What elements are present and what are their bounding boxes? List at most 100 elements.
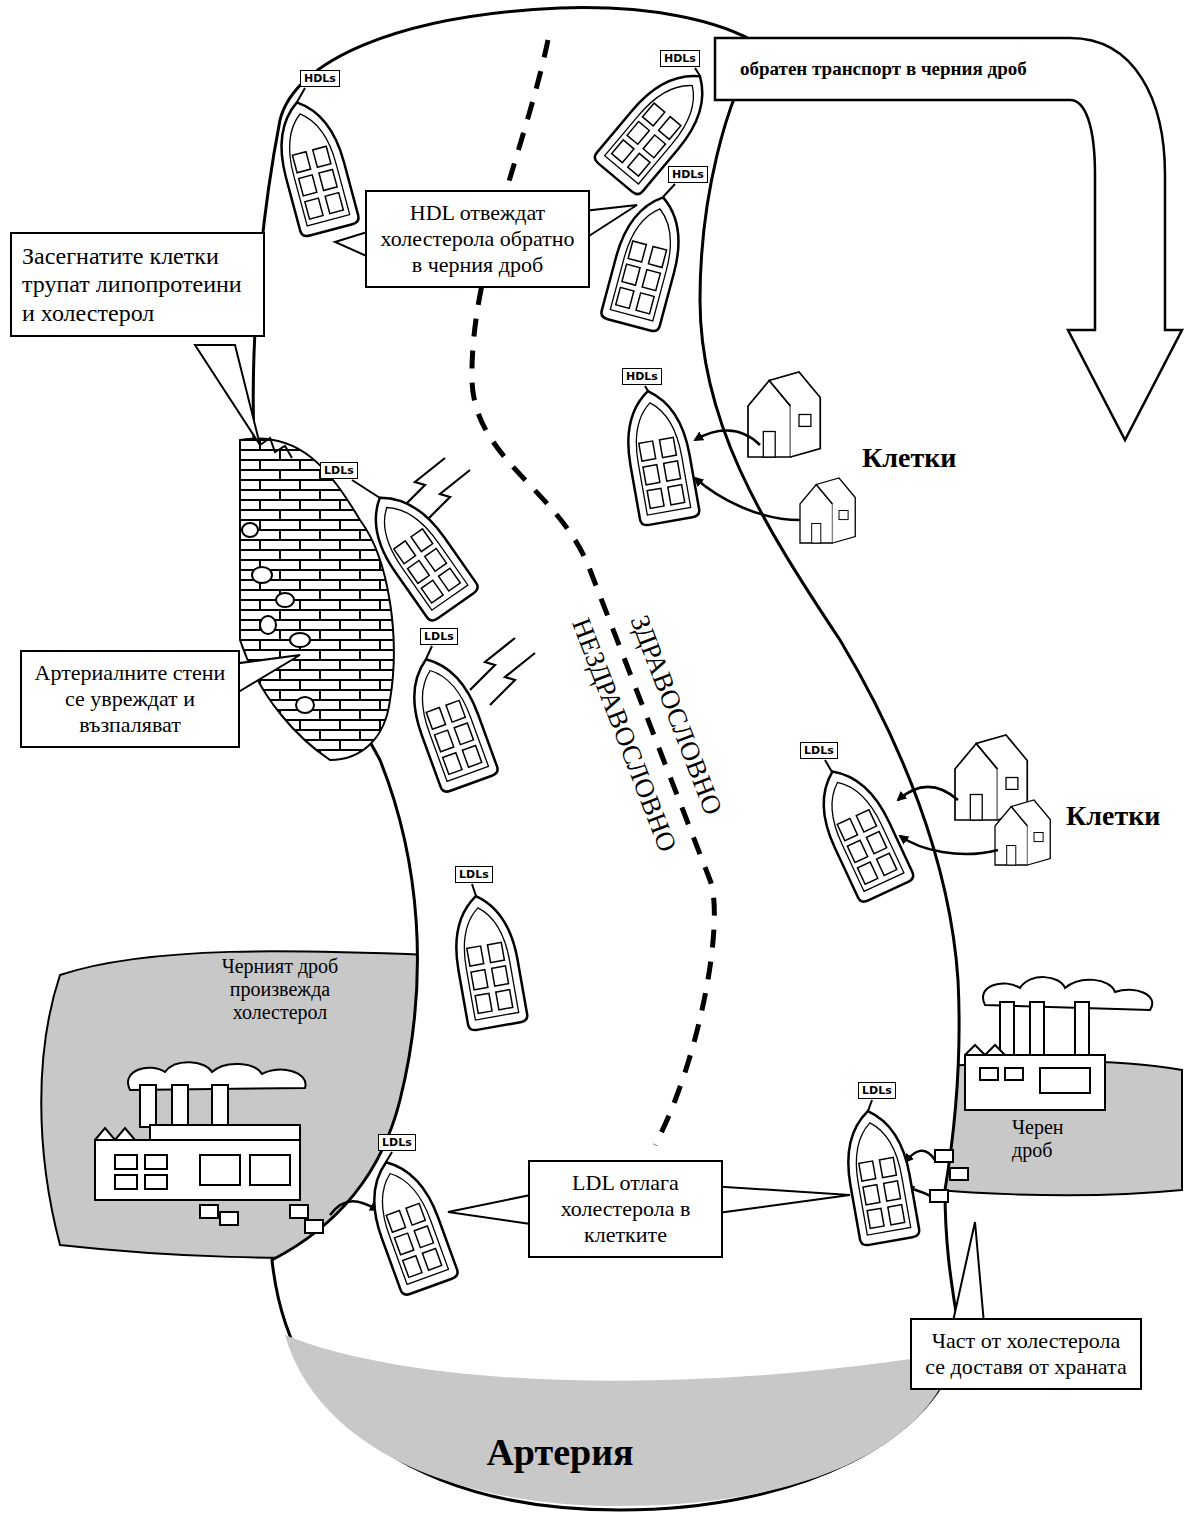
flag-poles-part <box>426 646 432 659</box>
boat-flag: LDLs <box>320 462 358 479</box>
lipoprotein-boats-part <box>618 386 700 526</box>
liver-factory-part <box>290 1205 308 1218</box>
callout-box: Засегнатите клетки трупат липопротеини и… <box>10 232 265 337</box>
liver-factory-part <box>200 1155 240 1185</box>
flag-poles-part <box>297 88 305 102</box>
liver-factory-part <box>965 1045 1005 1055</box>
lightning-part <box>490 653 535 705</box>
liver-factory-part <box>1005 1068 1023 1080</box>
plaque-part <box>240 438 394 760</box>
flag-poles-part <box>663 184 675 197</box>
cargo-arrows-part <box>905 1151 935 1162</box>
boat-flag: LDLs <box>455 866 493 883</box>
boat-flag: HDLs <box>668 166 708 183</box>
boat-flag-text: HDLs <box>664 52 696 65</box>
liver-factory-part <box>140 1085 156 1127</box>
liver-factory-part <box>250 1155 290 1185</box>
liver-factory-part <box>115 1175 137 1189</box>
liver-factory-part <box>930 1190 948 1202</box>
cell-houses-part <box>995 800 1050 865</box>
lipoprotein-boats-part <box>592 57 723 197</box>
cell-houses-part <box>800 478 855 543</box>
lipoprotein-boats-part <box>398 649 500 794</box>
callout-box: Артериалните стени се увреждат и възпаля… <box>20 650 240 748</box>
liver-factory-part <box>220 1212 238 1225</box>
flag-poles-part <box>386 1152 392 1162</box>
transport-arrow-text-text: обратен транспорт в черния дроб <box>740 57 1027 81</box>
flag-poles-part <box>868 1100 872 1111</box>
transport-arrow-text: обратен транспорт в черния дроб <box>740 57 1027 81</box>
boat-flag-text: HDLs <box>626 370 658 383</box>
boat-flag: LDLs <box>420 628 458 645</box>
callout-box: LDL отлага холестерола в клетките <box>528 1160 723 1258</box>
liver-factory-part <box>965 1055 1105 1110</box>
plaque-part <box>290 633 310 647</box>
boat-flag-text: LDLs <box>459 868 489 881</box>
boat-flag: LDLs <box>800 742 838 759</box>
callout-tails-part <box>260 438 292 458</box>
plaque-part <box>260 616 276 634</box>
liver-label: Черен дроб <box>1012 1116 1098 1162</box>
callout-box: HDL отвеждат холестерола обратно в черни… <box>365 190 590 288</box>
cargo-arrows-part <box>900 836 998 854</box>
boat-flag: LDLs <box>858 1082 896 1099</box>
flag-poles-part <box>352 480 380 498</box>
liver-factory-part <box>95 1140 300 1200</box>
liver-factory-part <box>980 1068 998 1080</box>
lipoprotein-boats-part <box>600 190 692 333</box>
boat-flag: HDLs <box>300 70 340 87</box>
liver-label: Черният дроб произвежда холестерол <box>205 955 355 1024</box>
boat-flag-text: HDLs <box>304 72 336 85</box>
liver-factory-part <box>172 1085 188 1127</box>
cells-label: Клетки <box>1066 800 1160 832</box>
flag-poles-part <box>695 68 700 76</box>
lipoprotein-boats-part <box>268 95 360 238</box>
lipoprotein-boats-part <box>355 480 480 623</box>
plaque <box>240 438 394 760</box>
cargo-arrows-part <box>695 430 760 445</box>
artery-lumen-part <box>285 1335 955 1506</box>
lightning-part <box>425 470 470 522</box>
boat-flag-text: LDLs <box>804 744 834 757</box>
liver-factory-part <box>1030 1002 1044 1057</box>
lipoprotein-boats-part <box>358 1152 460 1297</box>
cell-houses <box>748 372 1050 865</box>
liver-factory-part <box>145 1175 167 1189</box>
callout-tails-part <box>195 345 260 445</box>
flag-poles-part <box>825 760 832 772</box>
artery-lumen <box>253 8 960 1510</box>
boat-flag: LDLs <box>378 1134 416 1151</box>
boat-flag-text: LDLs <box>324 464 354 477</box>
boat-flag-text: HDLs <box>672 168 704 181</box>
cargo-arrows-part <box>330 1201 378 1215</box>
flag-poles-part <box>472 884 476 896</box>
plaque-part <box>242 523 258 537</box>
liver-factory-part <box>150 1125 300 1140</box>
callout-box-text: HDL отвеждат холестерола обратно в черни… <box>377 200 578 278</box>
liver-factory-part <box>305 1220 323 1233</box>
artery-label: Артерия <box>486 1432 633 1472</box>
cargo-arrows <box>330 430 998 1215</box>
liver-factory-part <box>1040 1068 1090 1093</box>
callout-box: Част от холестерола се доставя от хранат… <box>910 1318 1142 1390</box>
liver-factory-part <box>200 1205 218 1218</box>
plaque-part <box>296 697 314 713</box>
liver-factory-part <box>1000 1002 1014 1057</box>
callout-tails <box>195 205 985 1335</box>
lipoprotein-boats-part <box>838 1106 920 1246</box>
callout-tails-part <box>710 1186 850 1214</box>
boat-flag-text: LDLs <box>862 1084 892 1097</box>
lipoprotein-boats-part <box>805 759 915 904</box>
boat-flag-text: LDLs <box>424 630 454 643</box>
plaque-part <box>252 567 272 583</box>
callout-box-text: Засегнатите клетки трупат липопротеини и… <box>22 242 253 327</box>
liver-factory-part <box>212 1085 228 1127</box>
boat-flag: HDLs <box>622 368 662 385</box>
boat-flag: HDLs <box>660 50 700 67</box>
plaque-part <box>276 593 294 607</box>
boat-flag-text: LDLs <box>382 1136 412 1149</box>
cells-label: Клетки <box>862 442 956 474</box>
lipoprotein-boats <box>268 57 920 1296</box>
